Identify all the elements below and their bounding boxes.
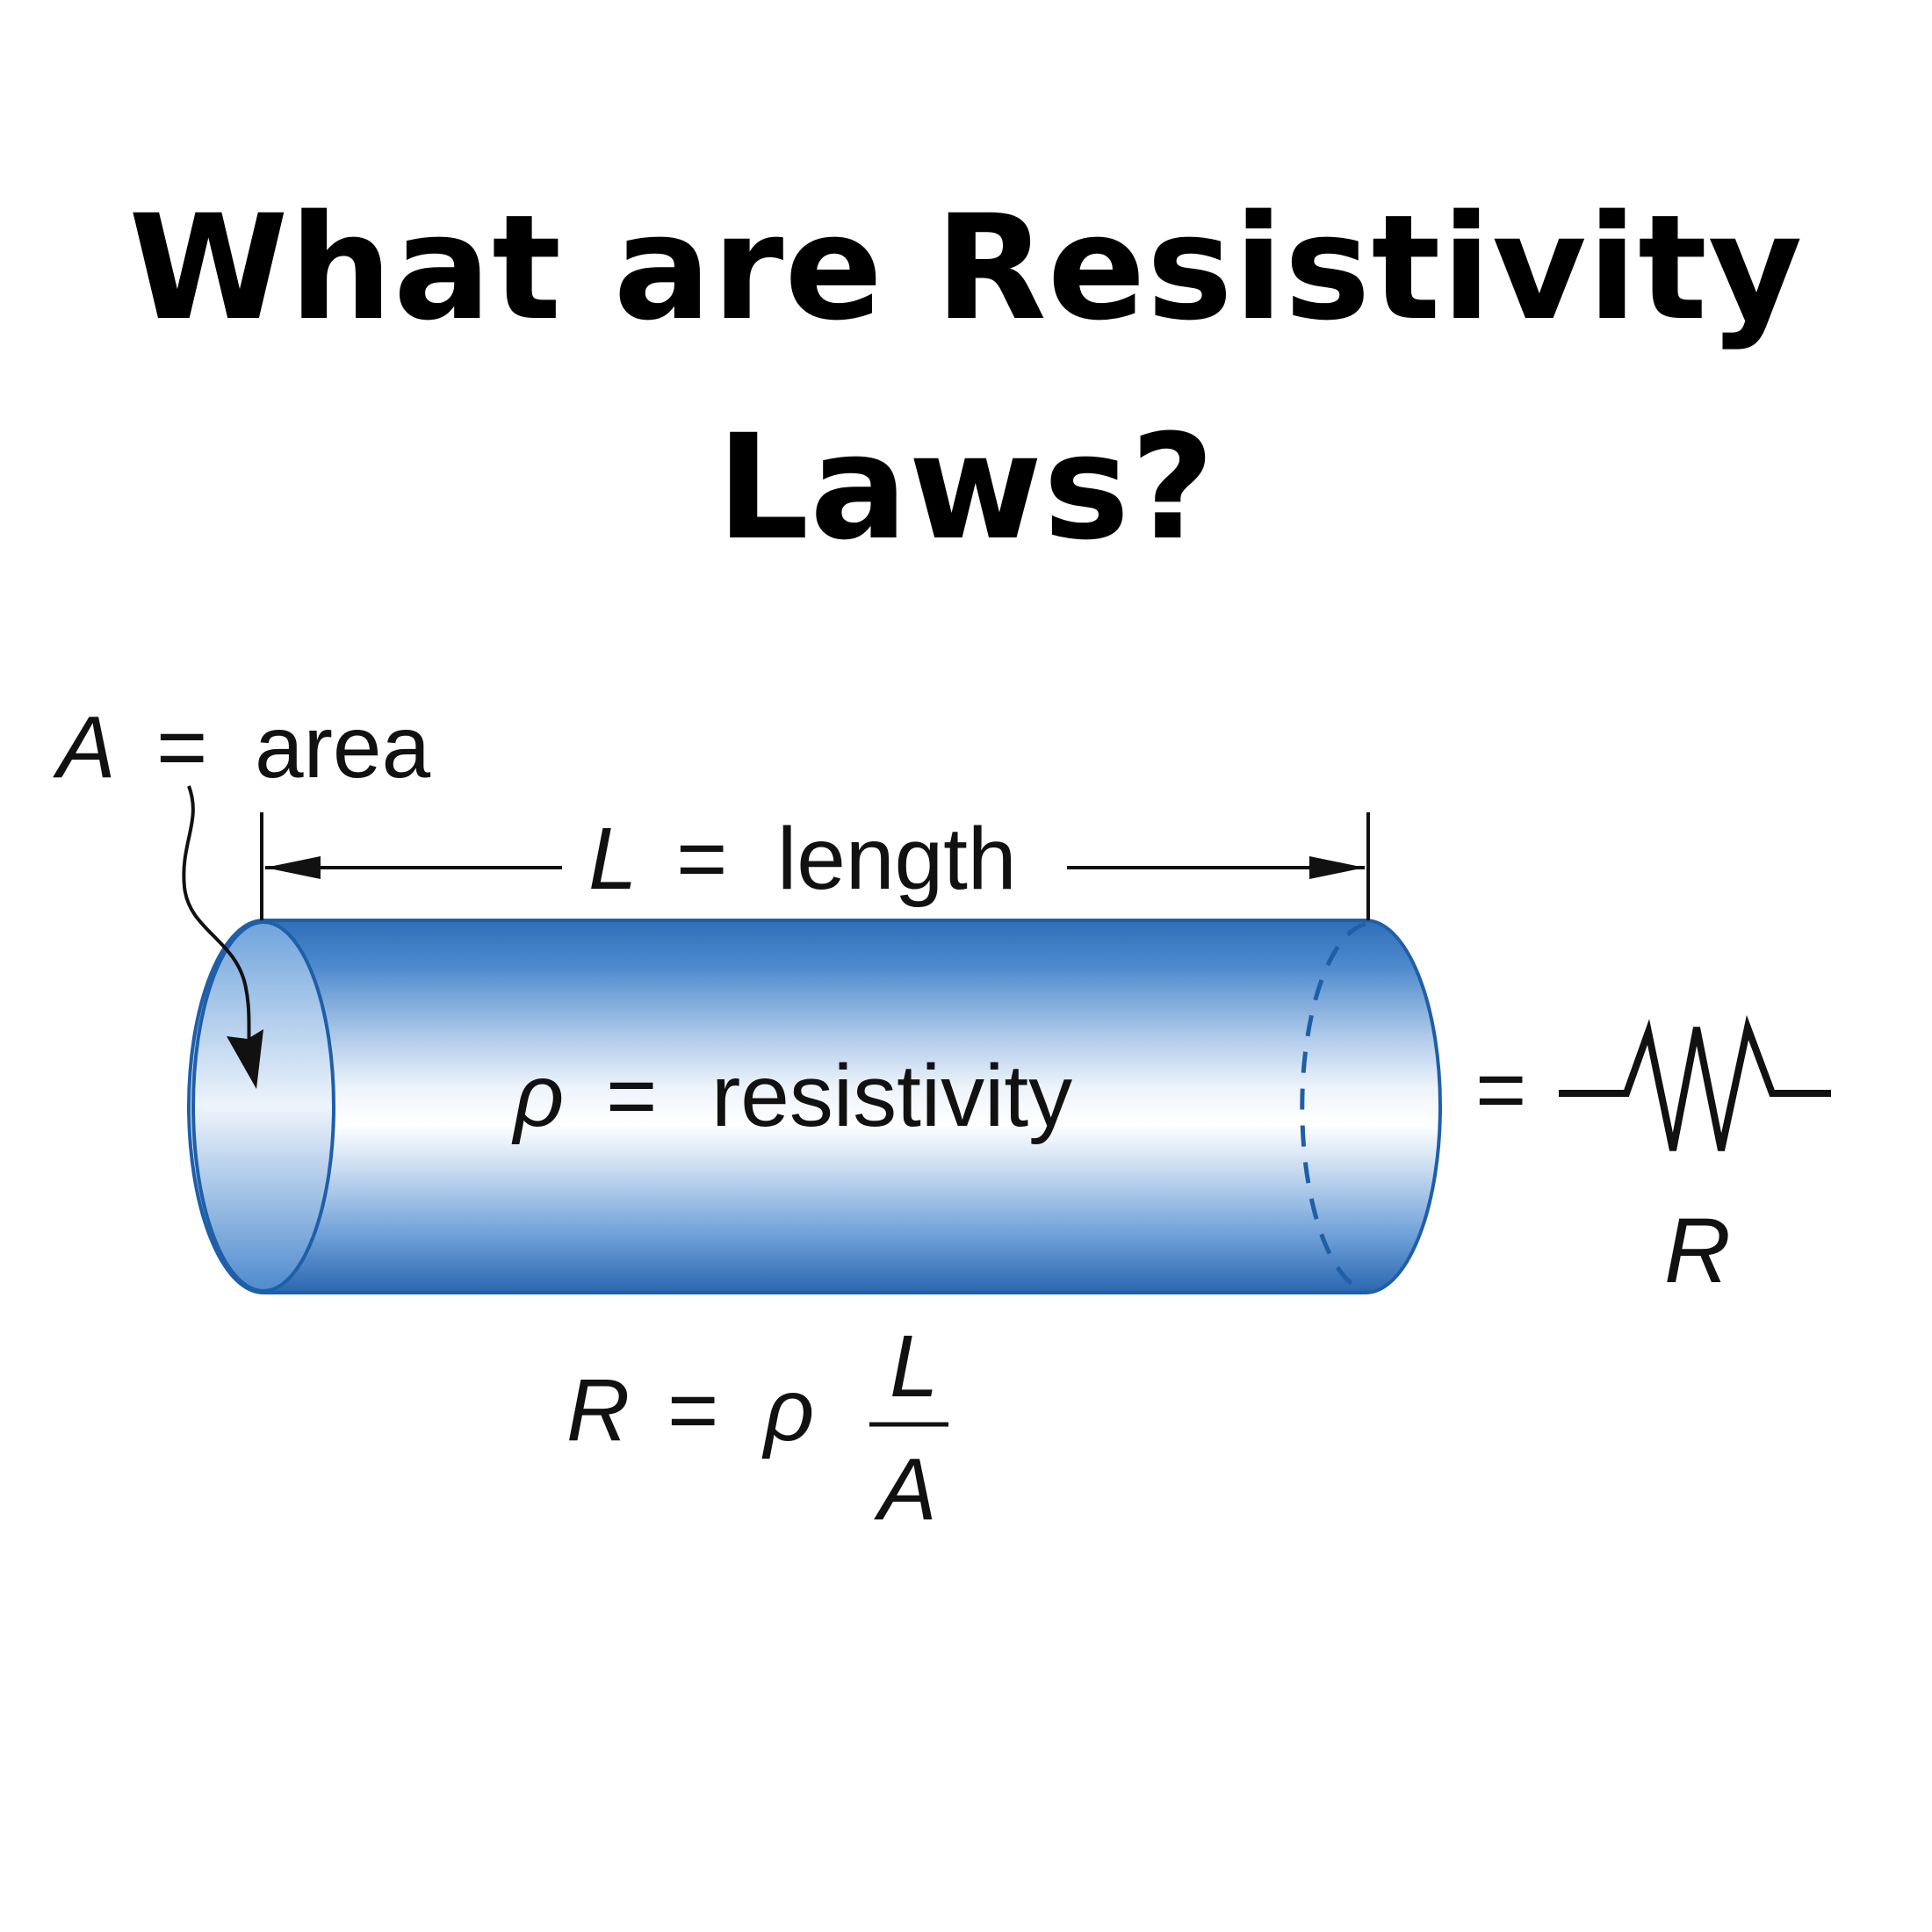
resistivity-equals: = <box>606 1047 657 1145</box>
area-pointer <box>182 785 263 1089</box>
formula-numerator: L <box>890 1317 939 1416</box>
resistance-formula: R = ρ L A <box>566 1317 948 1539</box>
title-line-1: What are Resistivity <box>128 184 1804 352</box>
resistor-label: R <box>1664 1200 1731 1302</box>
formula-denominator: A <box>874 1440 937 1539</box>
title-line-2: Laws? <box>717 403 1215 572</box>
length-equals: = <box>676 810 727 908</box>
cylinder-left-face <box>191 920 335 1293</box>
length-symbol: L <box>588 810 638 908</box>
length-dimension <box>260 812 1370 920</box>
resistor-equivalence: = R <box>1475 1014 1831 1302</box>
resistor-icon <box>1559 1014 1831 1151</box>
area-pointer-curve <box>182 785 256 1077</box>
resistivity-symbol: ρ <box>511 1047 564 1145</box>
area-symbol: A <box>53 698 116 797</box>
area-equals: = <box>156 698 207 797</box>
length-word: length <box>777 810 1016 908</box>
length-label: L = length <box>588 810 1016 908</box>
formula-lhs: R <box>566 1361 630 1460</box>
arrow-icon <box>1309 856 1365 879</box>
arrow-icon <box>227 1029 263 1089</box>
resistivity-label: ρ = resistivity <box>511 1047 1072 1145</box>
resistivity-word: resistivity <box>711 1047 1072 1145</box>
arrow-icon <box>265 856 321 879</box>
area-word: area <box>255 698 431 797</box>
formula-equals: = <box>667 1361 718 1460</box>
formula-rho: ρ <box>761 1361 814 1460</box>
equivalence-equals: = <box>1475 1041 1526 1139</box>
cylinder <box>187 919 1442 1294</box>
page-title: What are Resistivity Laws? <box>0 158 1932 597</box>
area-label: A = area <box>53 698 431 797</box>
cylinder-body <box>187 919 1442 1294</box>
cylinder-right-hidden-edge <box>1300 921 1366 1294</box>
